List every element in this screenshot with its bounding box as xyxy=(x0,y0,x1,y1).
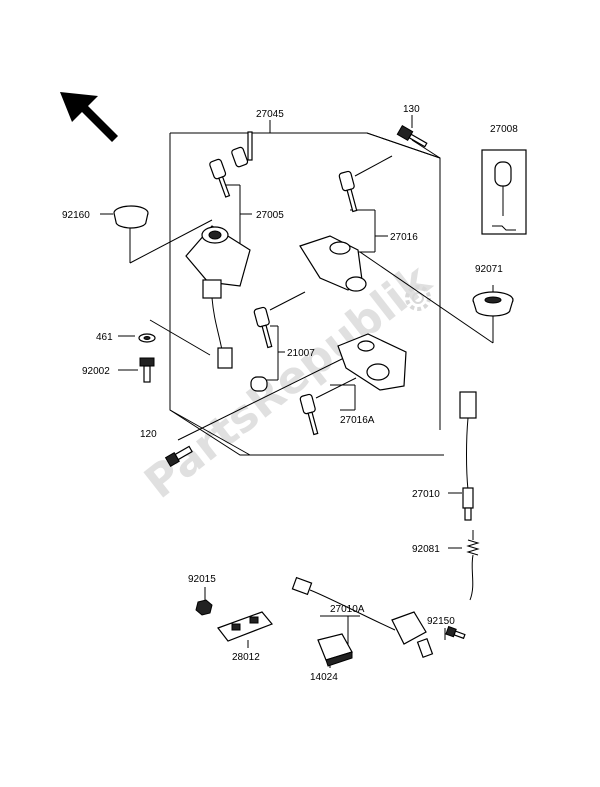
part-grommet-92071 xyxy=(472,291,514,317)
label-92071: 92071 xyxy=(475,264,503,275)
part-nut-92015 xyxy=(195,599,213,616)
part-bolt-130 xyxy=(396,124,428,148)
part-keys-27016 xyxy=(338,155,393,213)
label-27010: 27010 xyxy=(412,489,440,500)
label-14024: 14024 xyxy=(310,672,338,683)
label-92002: 92002 xyxy=(82,366,110,377)
label-27005: 27005 xyxy=(256,210,284,221)
label-27010a: 27010A xyxy=(330,604,365,615)
label-461: 461 xyxy=(96,332,113,343)
part-bolt-92002 xyxy=(139,357,155,383)
part-ignition-switch xyxy=(185,225,251,369)
part-labels: 27045 130 27008 92160 27005 27016 92071 … xyxy=(62,104,518,683)
label-92160: 92160 xyxy=(62,210,90,221)
label-27016: 27016 xyxy=(390,232,418,243)
part-bracket-14024 xyxy=(317,633,353,667)
part-washer-461 xyxy=(138,333,156,343)
part-spring-92081 xyxy=(466,530,480,601)
label-92015: 92015 xyxy=(188,574,216,585)
label-92150: 92150 xyxy=(427,616,455,627)
front-direction-arrow-icon xyxy=(60,92,118,142)
part-switch-27010 xyxy=(459,391,477,521)
part-screw-120 xyxy=(164,445,193,468)
label-92081: 92081 xyxy=(412,544,440,555)
label-27008: 27008 xyxy=(490,124,518,135)
label-120: 120 xyxy=(140,429,157,440)
label-27045: 27045 xyxy=(256,109,284,120)
part-pad-28012 xyxy=(217,611,273,642)
label-28012: 28012 xyxy=(232,652,260,663)
part-keys-21007 xyxy=(250,291,306,392)
part-lock-27016a xyxy=(337,333,407,391)
part-seat-lock-27016 xyxy=(299,235,367,292)
gear-icon xyxy=(405,285,431,311)
part-keys-27005 xyxy=(209,131,253,198)
part-screw-92150 xyxy=(445,625,466,640)
label-130: 130 xyxy=(403,104,420,115)
part-cap-92160 xyxy=(113,205,149,229)
part-keys-27016a xyxy=(299,377,357,436)
part-key-blank-27008 xyxy=(481,149,527,235)
assembly-outline xyxy=(169,132,444,456)
label-21007: 21007 xyxy=(287,348,315,359)
part-switch-27010a xyxy=(291,576,434,658)
label-27016a: 27016A xyxy=(340,415,375,426)
